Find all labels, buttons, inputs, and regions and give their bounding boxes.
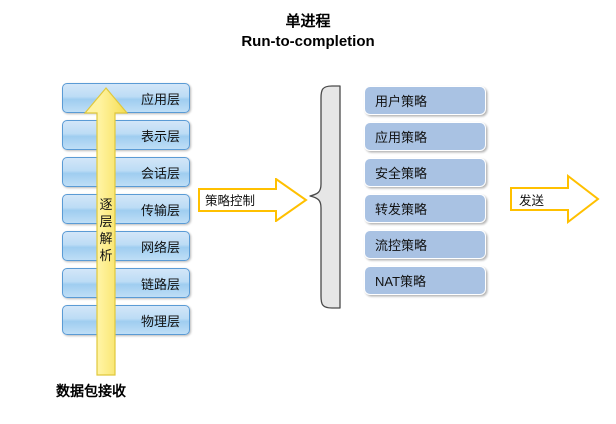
osi-layer-label: 会话层 [140, 165, 180, 181]
parse-char-3: 解 [99, 231, 113, 246]
osi-layer-physical[interactable]: 物理层 [62, 305, 190, 335]
title-line-1: 单进程 [285, 13, 331, 30]
parse-char-2: 层 [99, 214, 113, 229]
osi-layer-stack: 应用层 表示层 会话层 传输层 网络层 链路层 物理层 [62, 83, 192, 343]
osi-layer-datalink[interactable]: 链路层 [62, 268, 190, 298]
policy-box-label: 流控策略 [375, 238, 428, 253]
diagram-title: 单进程 Run-to-completion [0, 12, 616, 53]
title-line-2: Run-to-completion [241, 33, 375, 51]
osi-layer-presentation[interactable]: 表示层 [62, 120, 190, 150]
send-arrow-icon [510, 174, 600, 224]
policy-box-forwarding[interactable]: 转发策略 [364, 194, 486, 223]
policy-box-application[interactable]: 应用策略 [364, 122, 486, 151]
osi-layer-label: 表示层 [140, 128, 180, 144]
osi-layer-label: 链路层 [140, 276, 180, 292]
policy-box-label: 应用策略 [375, 130, 428, 145]
layer-by-layer-parse-label: 逐 层 解 析 [88, 196, 124, 264]
osi-layer-label: 物理层 [140, 313, 180, 329]
policy-box-nat[interactable]: NAT策略 [364, 266, 486, 295]
osi-layer-label: 应用层 [140, 91, 180, 107]
policy-box-label: 安全策略 [375, 166, 428, 181]
parse-char-1: 逐 [99, 197, 113, 212]
policy-box-label: 转发策略 [375, 202, 428, 217]
osi-layer-transport[interactable]: 传输层 [62, 194, 190, 224]
policy-box-label: 用户策略 [375, 94, 428, 109]
policy-box-list: 用户策略 应用策略 安全策略 转发策略 流控策略 NAT策略 [364, 86, 488, 310]
policy-control-arrow-icon [198, 178, 308, 222]
policy-control-label: 策略控制 [205, 194, 256, 208]
packet-receive-caption: 数据包接收 [56, 383, 126, 399]
osi-layer-label: 网络层 [140, 239, 180, 255]
policy-box-security[interactable]: 安全策略 [364, 158, 486, 187]
policy-group-brace-icon [309, 85, 341, 309]
send-label: 发送 [519, 194, 545, 208]
policy-box-flow-control[interactable]: 流控策略 [364, 230, 486, 259]
osi-layer-session[interactable]: 会话层 [62, 157, 190, 187]
osi-layer-application[interactable]: 应用层 [62, 83, 190, 113]
osi-layer-network[interactable]: 网络层 [62, 231, 190, 261]
parse-char-4: 析 [99, 248, 113, 263]
policy-box-label: NAT策略 [375, 274, 427, 289]
policy-box-user[interactable]: 用户策略 [364, 86, 486, 115]
osi-layer-label: 传输层 [140, 202, 180, 218]
